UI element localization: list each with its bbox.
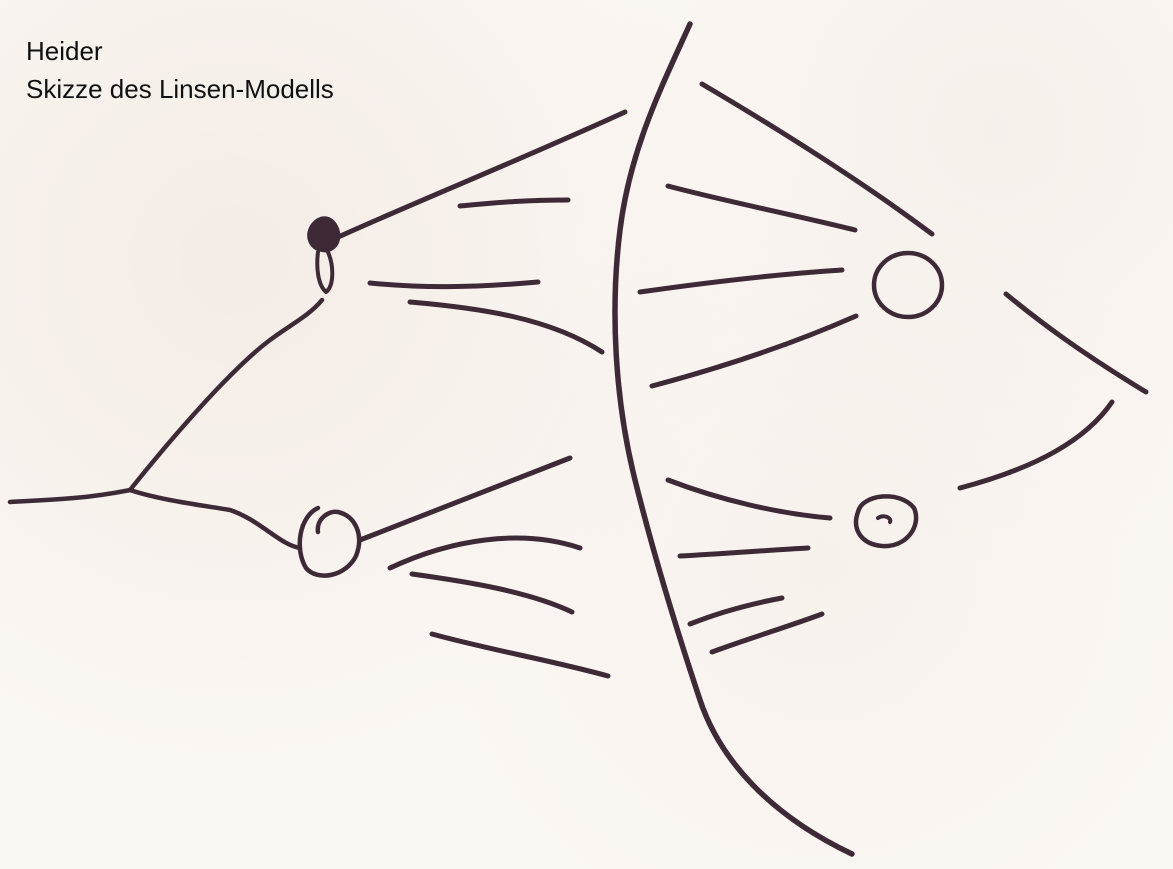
ray <box>690 598 782 624</box>
upper-left-node <box>309 218 338 250</box>
ray <box>460 200 568 206</box>
baseline-line <box>10 490 130 502</box>
ray <box>640 270 842 292</box>
branch-lower <box>130 490 300 548</box>
lower-right-node <box>856 496 916 546</box>
ray <box>336 112 625 238</box>
upper-left-node-stem <box>317 252 332 292</box>
ray <box>668 186 855 230</box>
ray <box>410 302 602 352</box>
lower-right-node-mark <box>878 516 890 522</box>
ray <box>432 634 608 676</box>
ray <box>412 574 572 612</box>
ray <box>390 538 580 568</box>
ray <box>370 282 538 287</box>
branch-upper <box>130 300 322 490</box>
lens-arc <box>615 24 852 854</box>
ray <box>652 316 856 386</box>
caption-author: Heider <box>26 32 334 70</box>
lower-left-node <box>300 508 359 576</box>
ray <box>668 480 830 518</box>
ray <box>702 84 932 234</box>
right-lower-curve <box>960 402 1112 488</box>
caption-title: Skizze des Linsen-Modells <box>26 70 334 108</box>
ray <box>680 548 808 556</box>
ray <box>712 614 822 652</box>
right-upper-curve <box>1006 294 1146 392</box>
ray <box>360 458 570 540</box>
upper-right-node <box>874 253 942 317</box>
caption: Heider Skizze des Linsen-Modells <box>26 32 334 108</box>
